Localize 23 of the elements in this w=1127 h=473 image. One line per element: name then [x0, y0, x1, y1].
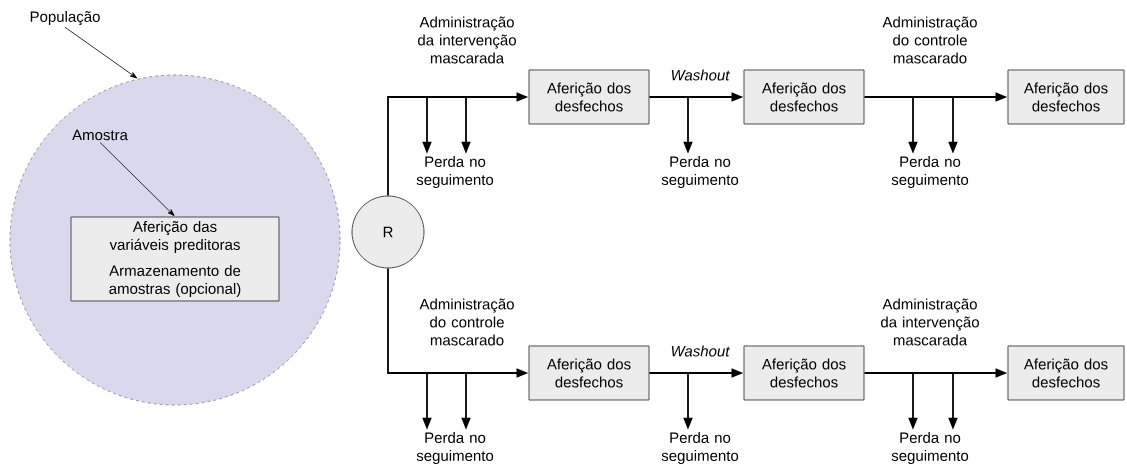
outcome-box: Aferição dos desfechos	[528, 69, 650, 125]
loss-label: Perda no seguimento	[891, 156, 969, 188]
outcome-box: Aferição dos desfechos	[743, 345, 865, 401]
measurement-box: Aferição das variáveis preditoras Armazenamento de amostras (opcional)	[70, 216, 280, 302]
loss-label: Perda no seguimento	[661, 432, 739, 464]
sample-label: Amostra	[72, 129, 128, 141]
loss-label: Perda no seguimento	[416, 432, 494, 464]
leader-line	[64, 26, 138, 79]
outcome-box: Aferição dos desfechos	[528, 345, 650, 401]
loss-label: Perda no seguimento	[891, 432, 969, 464]
edge-label: Administração da intervenção mascarada	[407, 15, 527, 65]
outcome-box: Aferição dos desfechos	[1007, 345, 1125, 401]
edge-label: Administração da intervenção mascarada	[870, 297, 990, 347]
edge-label: Washout	[669, 68, 731, 82]
population-label: População	[30, 10, 100, 26]
outcome-box: Aferição dos desfechos	[743, 69, 865, 125]
outcome-box: Aferição dos desfechos	[1007, 69, 1125, 125]
edge-label: Washout	[669, 344, 731, 358]
edge-label: Administração do controle mascarado	[407, 297, 527, 347]
loss-label: Perda no seguimento	[416, 156, 494, 188]
leader-line	[99, 142, 175, 216]
edge-label: Administração do controle mascarado	[870, 15, 990, 65]
loss-label: Perda no seguimento	[661, 156, 739, 188]
